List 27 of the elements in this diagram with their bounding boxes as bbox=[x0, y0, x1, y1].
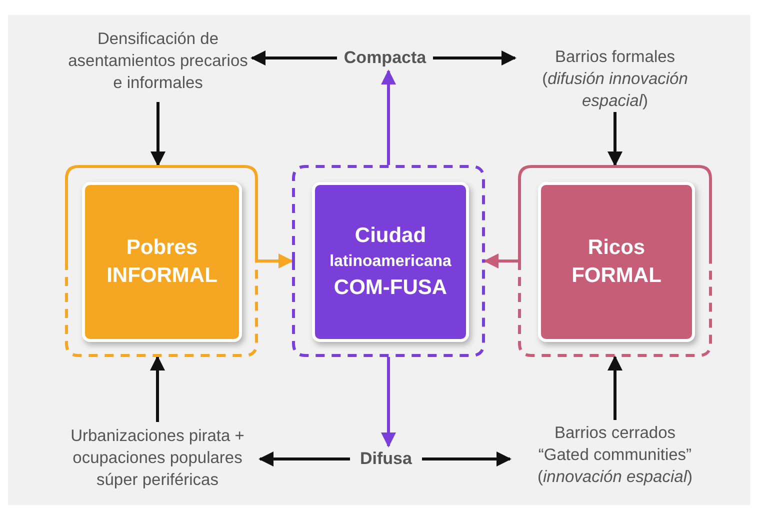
form-label: Difusa bbox=[360, 448, 412, 470]
arrow bbox=[258, 452, 350, 466]
arrow bbox=[381, 357, 396, 448]
arrow bbox=[433, 50, 516, 66]
category-box: Pobres INFORMAL bbox=[82, 182, 242, 342]
arrow bbox=[422, 452, 512, 466]
form-label: Compacta bbox=[344, 47, 426, 69]
description-text: Urbanizaciones pirata + ocupaciones populares súper periféricas bbox=[70, 426, 246, 491]
description-text: Densificación de asentamientos precarios e informales bbox=[67, 29, 249, 94]
half-dashed-frame bbox=[518, 165, 712, 357]
arrow bbox=[250, 50, 337, 66]
category-box: Ricos FORMAL bbox=[538, 182, 695, 342]
arrow bbox=[150, 102, 166, 166]
arrow bbox=[258, 254, 294, 268]
arrow bbox=[608, 356, 622, 420]
arrow bbox=[484, 254, 518, 268]
description-text: Barrios cerrados bbox=[554, 423, 676, 444]
description-text: (innovación espacial) bbox=[537, 467, 692, 488]
description-text: Barrios formales bbox=[554, 46, 676, 68]
description-text: “Gated communities” bbox=[538, 445, 692, 466]
arrow bbox=[608, 112, 622, 166]
dashed-frame bbox=[292, 165, 485, 357]
arrow bbox=[381, 70, 396, 165]
half-dashed-frame bbox=[65, 165, 258, 357]
arrow bbox=[150, 356, 165, 422]
description-text: (difusión innovación espacial) bbox=[541, 68, 689, 112]
category-box: Ciudad latinoamericana COM-FUSA bbox=[312, 182, 469, 342]
